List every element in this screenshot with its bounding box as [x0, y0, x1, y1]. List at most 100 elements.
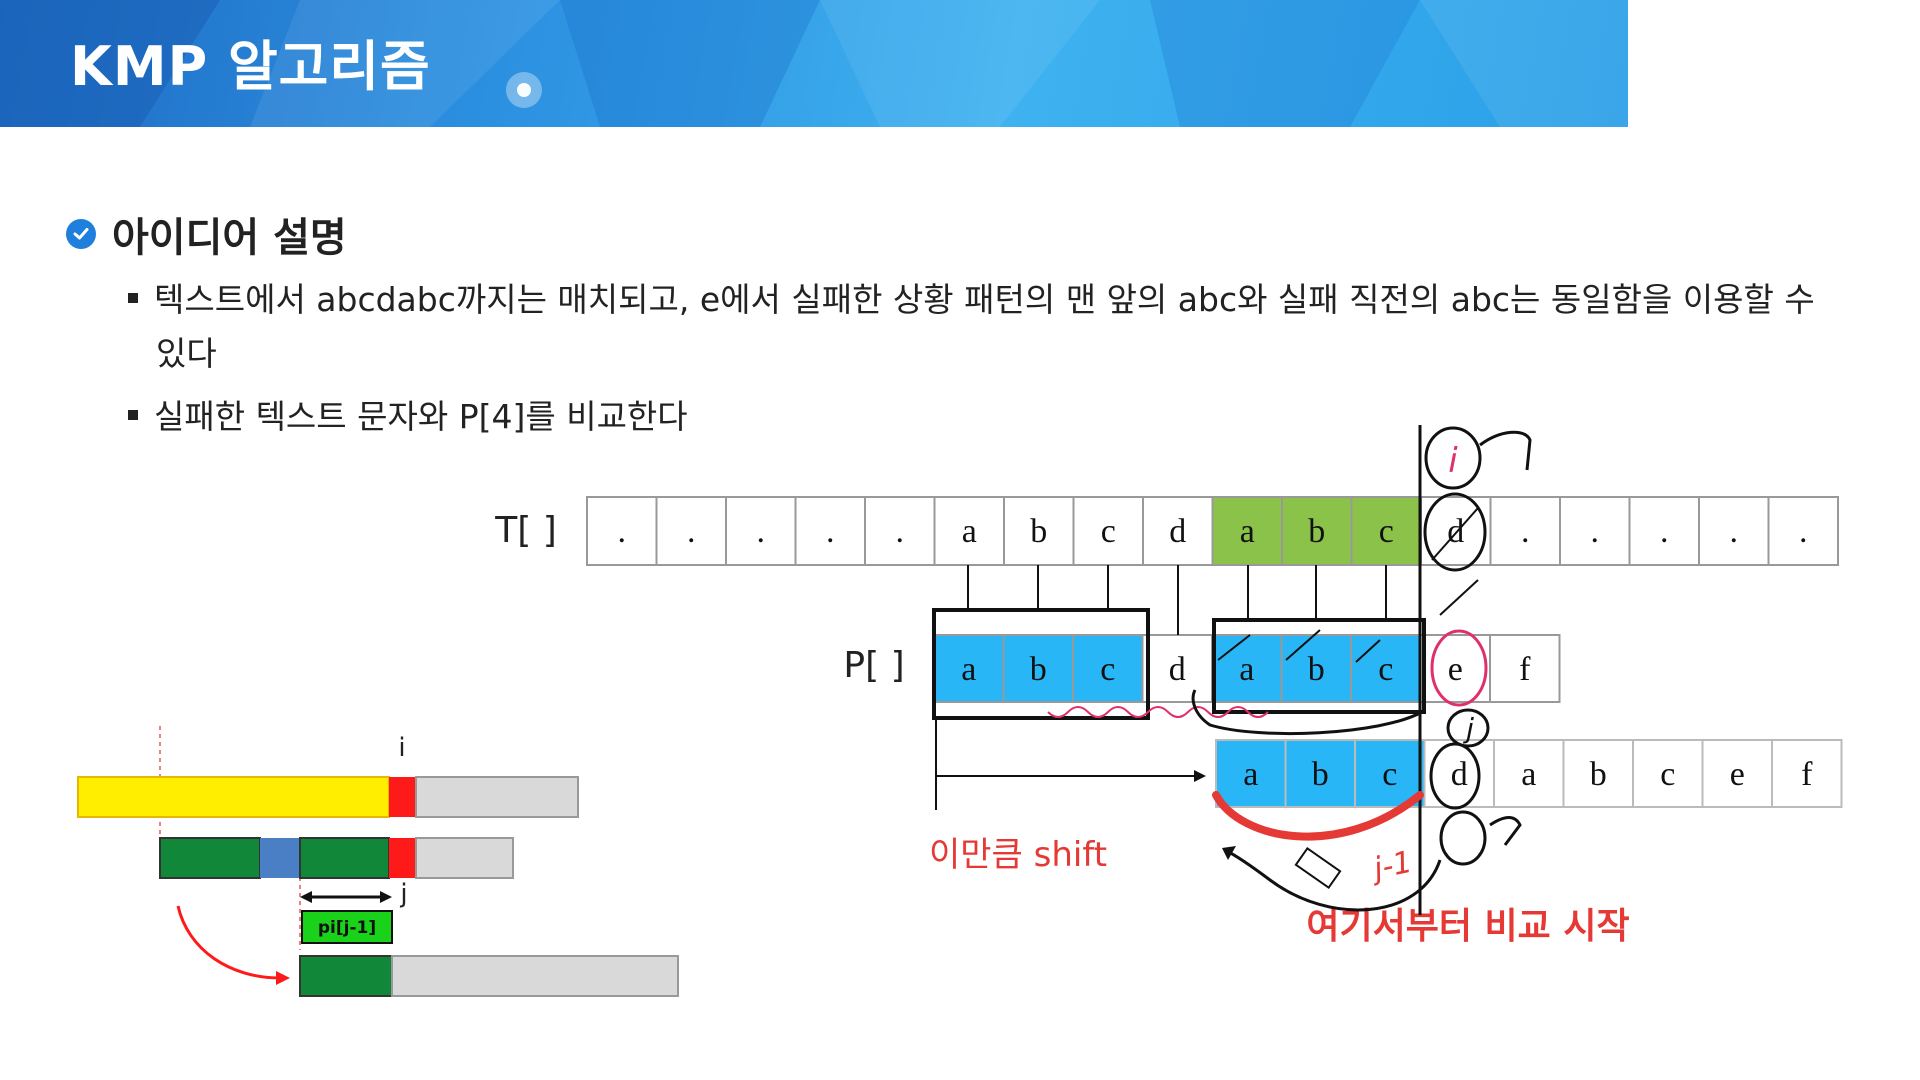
shift-label: 이만큼 shift	[929, 835, 1107, 875]
mini-i-label: i	[398, 733, 405, 763]
text-cell	[1489, 496, 1561, 566]
bullet-item-1-continued: 있다	[156, 327, 217, 381]
ink-circle	[1429, 742, 1481, 810]
section-title: 아이디어 설명	[112, 215, 347, 261]
text-cell	[1072, 496, 1144, 566]
mini-pattern-red	[389, 838, 416, 878]
suffix-box	[1212, 618, 1426, 714]
ink-curve-arrow	[1224, 848, 1442, 912]
bullet-square-icon	[128, 292, 138, 303]
ink-arrow-head	[1222, 846, 1236, 860]
shifted-cell-char: d	[1451, 756, 1468, 793]
text-cell-char: a	[1240, 513, 1255, 550]
shifted-cell-char: e	[1730, 756, 1745, 793]
pattern-cell-char: d	[1169, 651, 1186, 688]
banner-decoration	[0, 0, 1628, 127]
pattern-cell-char: a	[1239, 651, 1254, 688]
compare-start-label: 여기서부터 비교 시작	[1306, 906, 1629, 947]
text-cell-char: .	[687, 513, 696, 550]
mini-curved-arrow	[176, 905, 281, 980]
shifted-cell-char: f	[1801, 756, 1813, 793]
text-cell-char: .	[826, 513, 835, 550]
text-cell	[1350, 496, 1422, 566]
bullet-text: 있다	[156, 334, 217, 373]
pattern-cell-char: b	[1308, 651, 1325, 688]
pattern-cell-char: c	[1100, 651, 1115, 688]
pen-cursor-icon	[1294, 846, 1342, 890]
shifted-cell-char: c	[1382, 756, 1397, 793]
shifted-cell-char: a	[1243, 756, 1258, 793]
bullet-text: 실패한 텍스트 문자와 P[4]를 비교한다	[154, 397, 688, 436]
ink-strike	[1355, 639, 1381, 663]
text-cell-char: d	[1447, 513, 1464, 550]
ink-curve-arrow	[1191, 689, 1423, 736]
ink-pink-circle	[1430, 629, 1488, 707]
text-cell-char: .	[618, 513, 627, 550]
mini-pattern-blue	[260, 838, 300, 878]
text-cell-char: a	[962, 513, 977, 550]
text-cell-char: .	[757, 513, 766, 550]
text-cell	[1698, 496, 1770, 566]
mini-curved-arrow-head	[276, 971, 290, 985]
pattern-cell	[1002, 634, 1074, 703]
mini-pattern-green	[299, 837, 390, 879]
ink-j-minus-1-label: j-1	[1367, 845, 1416, 888]
mini-span-arrow-right	[380, 891, 392, 903]
ink-strike	[1217, 634, 1251, 661]
text-array-label: T[ ]	[494, 510, 557, 551]
pattern-cell	[1489, 634, 1561, 703]
text-cell-char: b	[1308, 513, 1325, 550]
text-cell	[933, 496, 1005, 566]
mini-pi-box	[301, 910, 393, 944]
pattern-cell-char: a	[961, 651, 976, 688]
text-cell	[794, 496, 866, 566]
text-cell-char: .	[1730, 513, 1739, 550]
text-cell-char: c	[1379, 513, 1394, 550]
shifted-cell-char: b	[1590, 756, 1607, 793]
mini-text-yellow-bar	[77, 776, 390, 818]
ink-i-label: i	[1448, 441, 1458, 481]
text-cell	[1559, 496, 1631, 566]
mini-pattern-gray	[415, 837, 514, 879]
mini-shifted-green	[299, 955, 393, 997]
ink-red-arc	[1212, 791, 1424, 841]
pattern-cell-char: f	[1519, 651, 1531, 688]
text-cell-char: .	[1521, 513, 1530, 550]
bullet-text: 텍스트에서 abcdabc까지는 매치되고, e에서 실패한 상황 패턴의 맨 …	[154, 280, 1815, 319]
mini-pi-label: pi[j-1]	[318, 918, 376, 938]
text-cell-char: d	[1169, 513, 1186, 550]
bullet-item-2: 실패한 텍스트 문자와 P[4]를 비교한다	[128, 390, 688, 444]
text-cell	[655, 496, 727, 566]
shifted-cell-char: b	[1312, 756, 1329, 793]
ink-pink-underline	[1047, 706, 1269, 718]
shifted-cell-char: c	[1660, 756, 1675, 793]
bullet-square-icon	[128, 409, 138, 420]
ink-circle	[1446, 708, 1490, 748]
ink-hook-arrow	[1479, 430, 1532, 471]
text-cell-char: .	[896, 513, 905, 550]
handwritten-annotations: ijj-1	[1047, 425, 1532, 915]
text-cell	[586, 496, 658, 566]
text-cell	[864, 496, 936, 566]
page-title: KMP 알고리즘	[70, 35, 431, 98]
section-heading: 아이디어 설명	[66, 205, 347, 263]
shifted-cell	[1771, 739, 1843, 808]
title-banner: KMP 알고리즘	[0, 0, 1628, 127]
mini-shifted-gray	[391, 955, 679, 997]
text-cell	[1281, 496, 1353, 566]
mini-pattern-green	[159, 837, 261, 879]
ink-circle	[1423, 492, 1487, 572]
ink-slash	[1431, 507, 1479, 561]
mini-diagram: i j pi[j-1]	[77, 726, 679, 997]
bullet-item-1: 텍스트에서 abcdabc까지는 매치되고, e에서 실패한 상황 패턴의 맨 …	[128, 273, 1815, 327]
pattern-cell	[1211, 634, 1283, 703]
shifted-cell	[1215, 739, 1287, 808]
text-cell-char: b	[1030, 513, 1047, 550]
mini-j-label: j	[399, 879, 407, 909]
ink-slash	[1439, 579, 1479, 616]
pattern-cell	[1072, 634, 1144, 703]
ink-circle	[1439, 810, 1487, 866]
